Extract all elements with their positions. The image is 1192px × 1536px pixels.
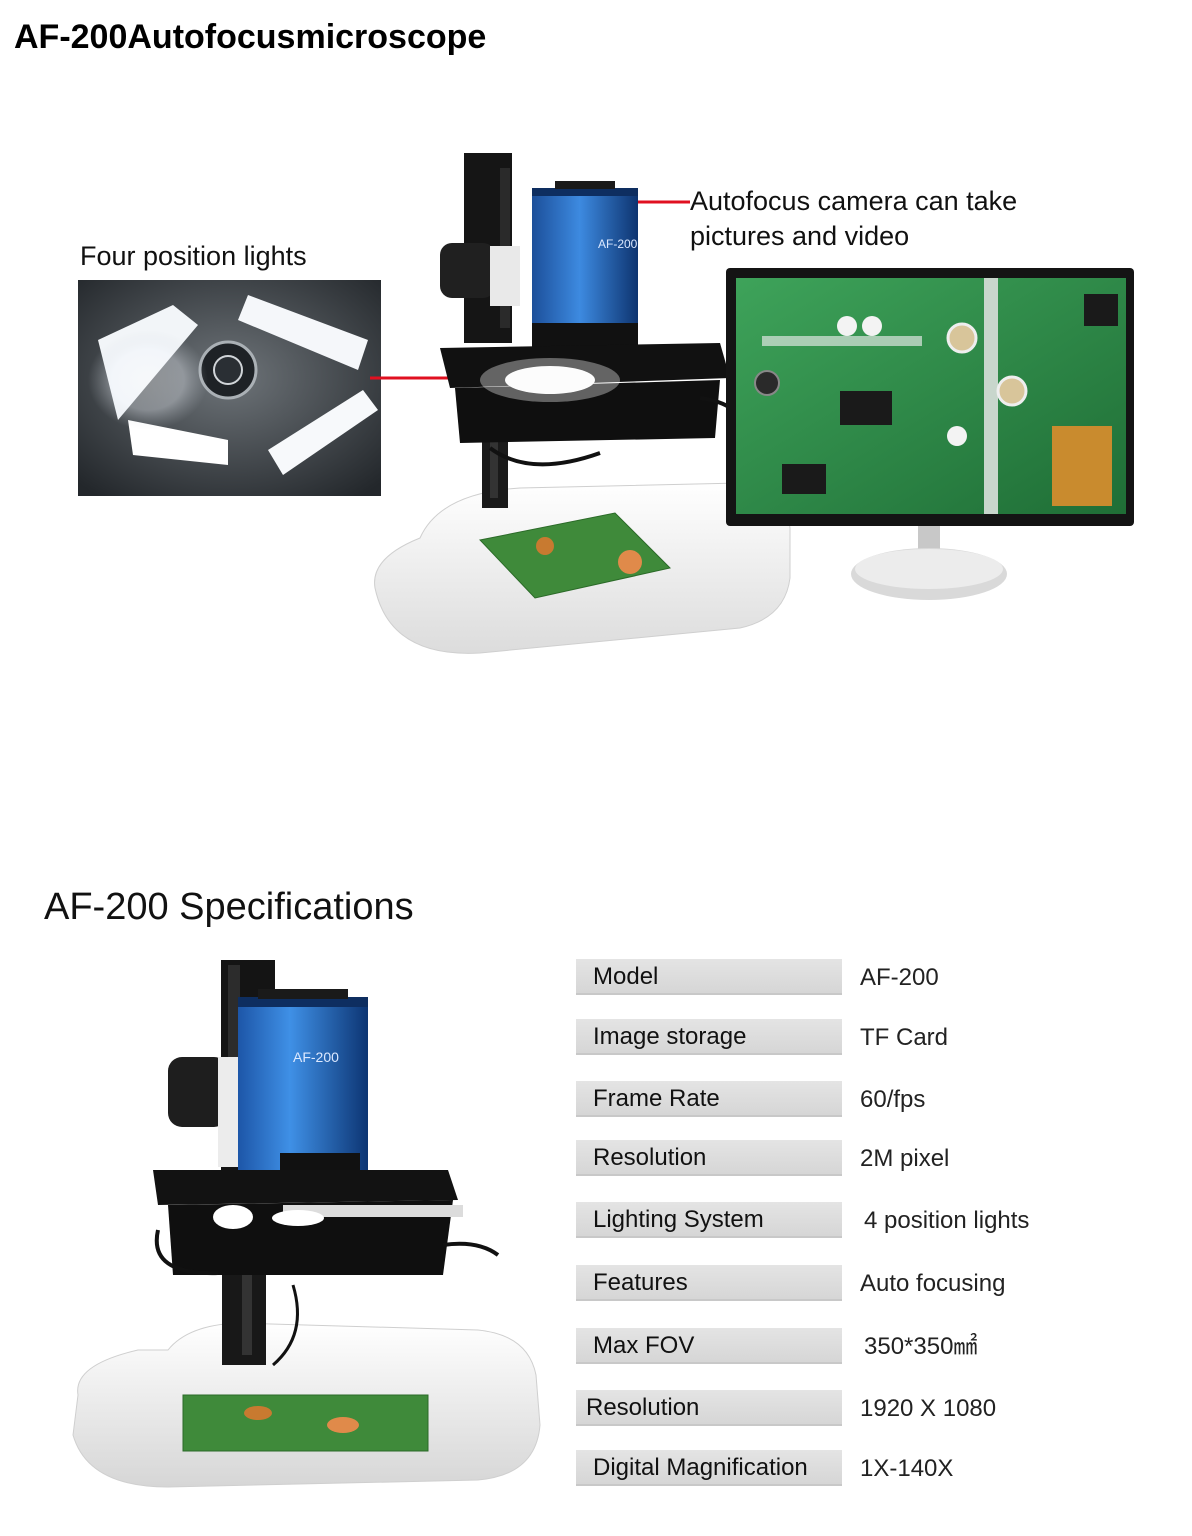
spec-row-features: Features Auto focusing: [576, 1265, 1176, 1301]
spec-label: Resolution: [576, 1390, 842, 1426]
hero-microscope-image: AF-200: [374, 153, 791, 654]
spec-value: 4 position lights: [864, 1207, 1030, 1234]
spec-value: 60/fps: [860, 1086, 926, 1113]
spec-label: Max FOV: [576, 1328, 842, 1364]
monitor-image: [726, 268, 1134, 600]
spec-value: Auto focusing: [860, 1270, 1006, 1297]
page-title: AF-200Autofocusmicroscope: [14, 18, 487, 56]
spec-microscope-image: AF-200: [72, 960, 541, 1488]
spec-label: Model: [576, 959, 842, 995]
spec-value: 1920 X 1080: [860, 1395, 997, 1422]
spec-value: 2M pixel: [860, 1145, 950, 1172]
spec-row-resolution-display: Resolution 1920 X 1080: [576, 1390, 1176, 1426]
spec-value: AF-200: [860, 964, 939, 991]
spec-value: TF Card: [860, 1024, 949, 1051]
specifications-heading: AF-200 Specifications: [44, 886, 414, 928]
lights-closeup-photo: [78, 280, 381, 496]
spec-label: Lighting System: [576, 1202, 842, 1238]
spec-row-frame-rate: Frame Rate 60/fps: [576, 1081, 1176, 1117]
spec-value: 1X-140X: [860, 1455, 954, 1482]
callout-autofocus-camera-line1: Autofocus camera can take: [690, 186, 1018, 216]
spec-label: Features: [576, 1265, 842, 1301]
spec-row-max-fov: Max FOV 350*350㎟: [576, 1328, 1176, 1364]
hero-camera-brand-label: AF-200: [598, 237, 638, 251]
callout-four-position-lights: Four position lights: [80, 241, 307, 271]
spec-label: Image storage: [576, 1019, 842, 1055]
spec-row-model: Model AF-200: [576, 959, 1176, 995]
spec-row-resolution: Resolution 2M pixel: [576, 1140, 1176, 1176]
spec-row-lighting-system: Lighting System 4 position lights: [576, 1202, 1176, 1238]
spec-label: Frame Rate: [576, 1081, 842, 1117]
spec-value: 350*350㎟: [864, 1333, 978, 1360]
spec-row-digital-magnification: Digital Magnification 1X-140X: [576, 1450, 1176, 1486]
spec-label: Resolution: [576, 1140, 842, 1176]
callout-autofocus-camera-line2: pictures and video: [690, 221, 910, 251]
spec-label: Digital Magnification: [576, 1450, 842, 1486]
spec-camera-brand-label: AF-200: [293, 1049, 339, 1065]
spec-row-image-storage: Image storage TF Card: [576, 1019, 1176, 1055]
